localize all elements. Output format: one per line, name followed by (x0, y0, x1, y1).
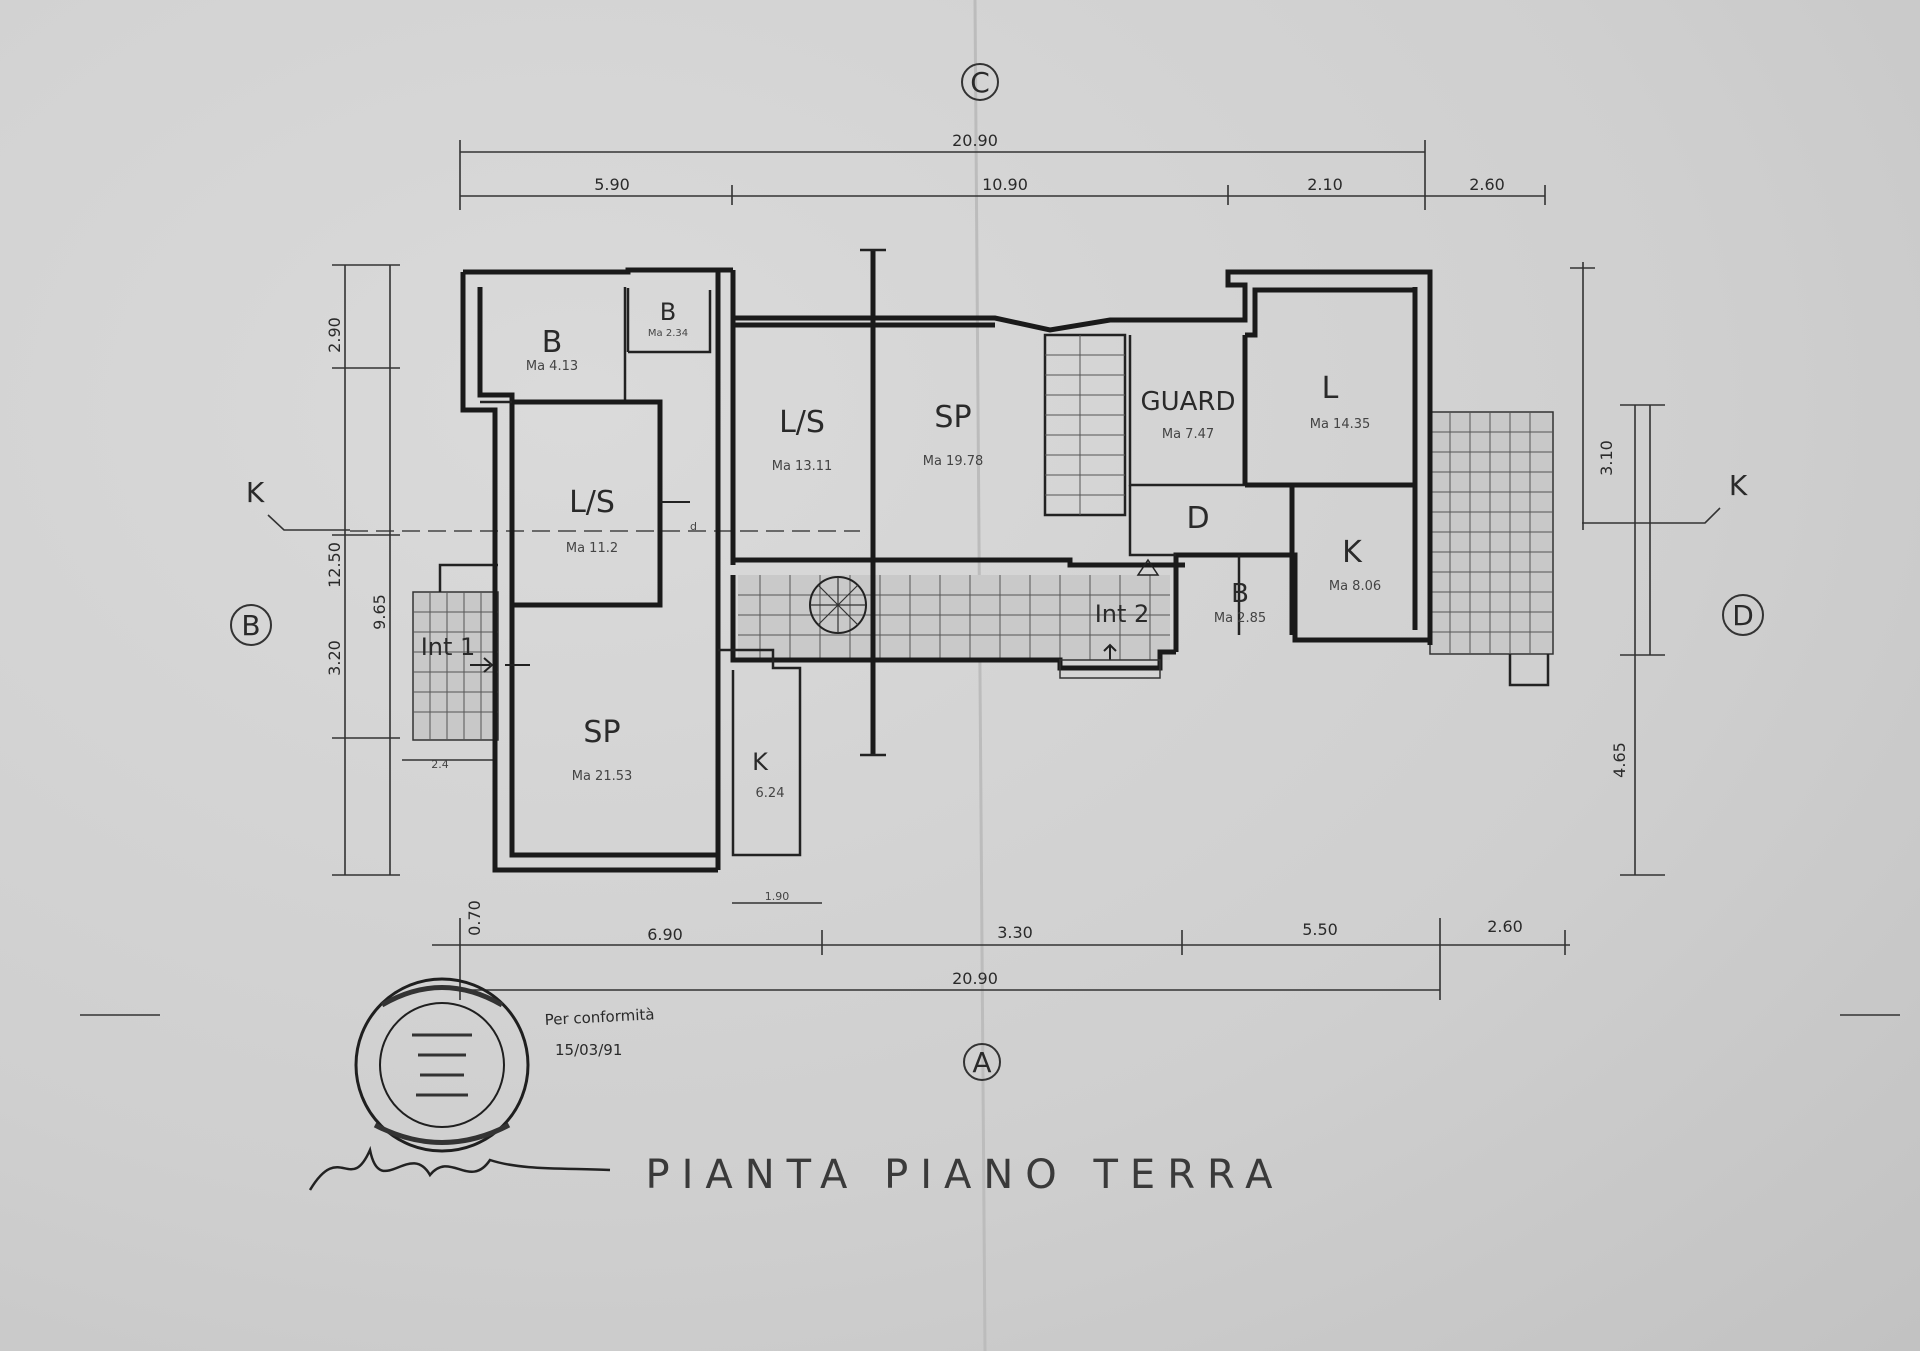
detail-marks: d (470, 501, 1161, 679)
svg-text:D: D (1186, 501, 1209, 536)
drawing-title: PIANTA PIANO TERRA (645, 1152, 1284, 1198)
svg-text:K: K (752, 748, 769, 776)
dim-bottom-c: 3.30 (997, 923, 1033, 942)
svg-text:Ma 14.35: Ma 14.35 (1310, 417, 1371, 432)
axis-marker-top: C (961, 63, 999, 101)
entrance-arrow-icon (470, 657, 494, 673)
front-step (1059, 659, 1161, 679)
svg-text:B: B (542, 325, 563, 360)
svg-text:GUARD: GUARD (1140, 387, 1235, 417)
room-b-top-left: B Ma 4.13 (526, 325, 578, 374)
dim-right-a: 3.10 (1597, 440, 1616, 476)
svg-text:K: K (246, 476, 265, 509)
room-k-right: K Ma 8.06 (1329, 535, 1381, 594)
svg-text:Per conformità: Per conformità (544, 1005, 655, 1029)
bottom-dimensions: 0.70 6.90 3.30 5.50 2.60 20.90 1.90 (80, 890, 1900, 1016)
svg-text:15/03/91: 15/03/91 (555, 1041, 622, 1059)
signature (308, 1145, 611, 1191)
entrance-int1: Int 1 (421, 633, 476, 661)
svg-text:B: B (660, 298, 676, 326)
room-k-left: K 6.24 (752, 748, 784, 801)
architect-stamp (354, 977, 530, 1153)
svg-text:B: B (1231, 579, 1249, 609)
svg-text:C: C (970, 66, 990, 99)
svg-text:L: L (1322, 371, 1339, 406)
svg-text:D: D (1732, 599, 1754, 632)
room-ls-left: L/S Ma 11.2 (566, 485, 618, 556)
dim-left-e: 2.4 (431, 758, 449, 771)
svg-text:B: B (241, 609, 260, 642)
fold-line (973, 0, 987, 1351)
dim-top-a: 5.90 (594, 175, 630, 194)
svg-text:6.24: 6.24 (756, 786, 785, 801)
svg-text:Ma 4.13: Ma 4.13 (526, 359, 578, 374)
svg-text:Ma 2.85: Ma 2.85 (1214, 611, 1266, 626)
section-marker-left: K (246, 476, 860, 532)
room-ls-center: L/S Ma 13.11 (772, 405, 833, 474)
dim-left-c: 12.50 (325, 542, 344, 588)
dim-bottom-d: 5.50 (1302, 920, 1338, 939)
svg-text:SP: SP (583, 715, 620, 750)
dim-left-a: 2.90 (325, 317, 344, 353)
axis-marker-left: B (230, 604, 272, 646)
svg-text:L/S: L/S (779, 405, 825, 440)
top-dimensions: 20.90 5.90 10.90 2.10 2.60 (459, 131, 1546, 210)
room-sp-left: SP Ma 21.53 (572, 715, 633, 784)
dim-top-d: 2.60 (1469, 175, 1505, 194)
svg-text:K: K (1729, 469, 1748, 502)
axis-marker-right: D (1722, 594, 1764, 636)
porch-center (738, 575, 1170, 660)
dim-bottom-b: 6.90 (647, 925, 683, 944)
dim-left-b: 9.65 (370, 594, 389, 630)
svg-text:Int 2: Int 2 (1095, 600, 1150, 628)
section-marker-right: K (1582, 469, 1748, 524)
room-guard: GUARD Ma 7.47 (1140, 387, 1235, 442)
svg-text:SP: SP (934, 400, 971, 435)
svg-text:Ma 8.06: Ma 8.06 (1329, 579, 1381, 594)
svg-text:Int 1: Int 1 (421, 633, 476, 661)
svg-text:K: K (1342, 535, 1363, 570)
svg-text:Ma 11.2: Ma 11.2 (566, 541, 618, 556)
svg-text:Ma 13.11: Ma 13.11 (772, 459, 833, 474)
svg-text:Ma 2.34: Ma 2.34 (648, 328, 688, 339)
approval-note: Per conformità 15/03/91 (544, 1005, 655, 1059)
entrance-int2: Int 2 (1095, 600, 1150, 628)
dim-top-overall: 20.90 (952, 131, 998, 150)
room-l-right: L Ma 14.35 (1310, 371, 1371, 432)
left-dimensions: 2.90 9.65 12.50 3.20 2.4 (325, 264, 495, 876)
svg-text:Ma 7.47: Ma 7.47 (1162, 427, 1214, 442)
dim-top-c: 2.10 (1307, 175, 1343, 194)
dim-bottom-small: 1.90 (765, 890, 790, 903)
dim-left-d: 3.20 (325, 640, 344, 676)
room-b-top-small: B Ma 2.34 (648, 298, 688, 339)
interior-walls (480, 248, 1415, 857)
right-dimensions: 3.10 4.65 (1570, 262, 1665, 876)
dim-bottom-overall: 20.90 (952, 969, 998, 988)
dim-right-b: 4.65 (1610, 742, 1629, 778)
svg-text:L/S: L/S (569, 485, 615, 520)
room-sp-center: SP Ma 19.78 (923, 400, 984, 469)
dim-bottom-e: 2.60 (1487, 917, 1523, 936)
svg-text:A: A (972, 1046, 991, 1079)
axis-marker-bottom: A (963, 1043, 1001, 1081)
svg-text:Ma 19.78: Ma 19.78 (923, 454, 984, 469)
terrace-right (1429, 411, 1554, 687)
dim-bottom-a: 0.70 (465, 900, 484, 936)
room-d-right: D (1186, 501, 1209, 536)
dim-top-b: 10.90 (982, 175, 1028, 194)
room-b-right: B Ma 2.85 (1214, 579, 1266, 626)
entrance-arrow-icon-2 (1103, 643, 1117, 660)
svg-text:Ma 21.53: Ma 21.53 (572, 769, 633, 784)
door-mark-d: d (690, 520, 697, 533)
triangle-mark-icon (1136, 558, 1160, 576)
